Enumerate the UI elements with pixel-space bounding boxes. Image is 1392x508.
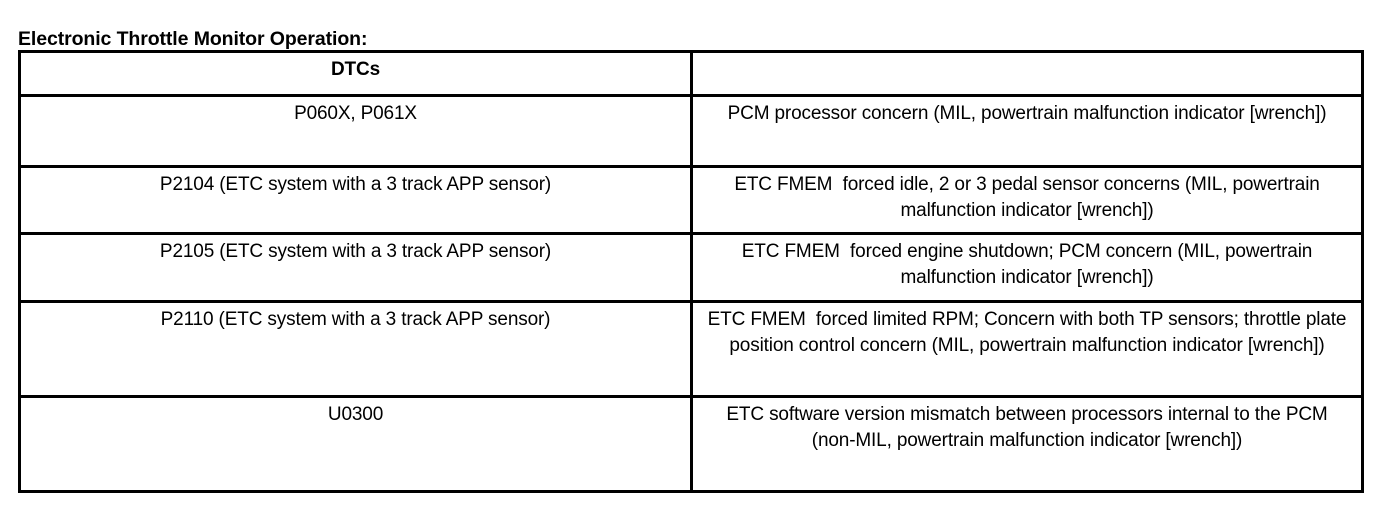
cell-dtcs: P2104 (ETC system with a 3 track APP sen… [18, 165, 693, 235]
page-title: Electronic Throttle Monitor Operation: [18, 28, 368, 51]
table-header-row: DTCs [18, 50, 1364, 97]
column-header-dtcs: DTCs [18, 50, 693, 97]
cell-description: ETC FMEM forced idle, 2 or 3 pedal senso… [690, 165, 1364, 235]
table-header: DTCs [18, 50, 1364, 97]
table-row: U0300 ETC software version mismatch betw… [18, 395, 1364, 493]
cell-dtcs: P2110 (ETC system with a 3 track APP sen… [18, 300, 693, 398]
table-row: P2105 (ETC system with a 3 track APP sen… [18, 232, 1364, 303]
cell-description: ETC FMEM forced limited RPM; Concern wit… [690, 300, 1364, 398]
cell-description: ETC FMEM forced engine shutdown; PCM con… [690, 232, 1364, 303]
table-row: P2110 (ETC system with a 3 track APP sen… [18, 300, 1364, 398]
table-row: P2104 (ETC system with a 3 track APP sen… [18, 165, 1364, 235]
column-header-description [690, 50, 1364, 97]
cell-description: PCM processor concern (MIL, powertrain m… [690, 94, 1364, 168]
dtc-table: DTCs P060X, P061X PCM processor concern … [18, 50, 1364, 493]
cell-dtcs: P060X, P061X [18, 94, 693, 168]
table-body: P060X, P061X PCM processor concern (MIL,… [18, 94, 1364, 493]
cell-description: ETC software version mismatch between pr… [690, 395, 1364, 493]
table-row: P060X, P061X PCM processor concern (MIL,… [18, 94, 1364, 168]
cell-dtcs: P2105 (ETC system with a 3 track APP sen… [18, 232, 693, 303]
cell-dtcs: U0300 [18, 395, 693, 493]
